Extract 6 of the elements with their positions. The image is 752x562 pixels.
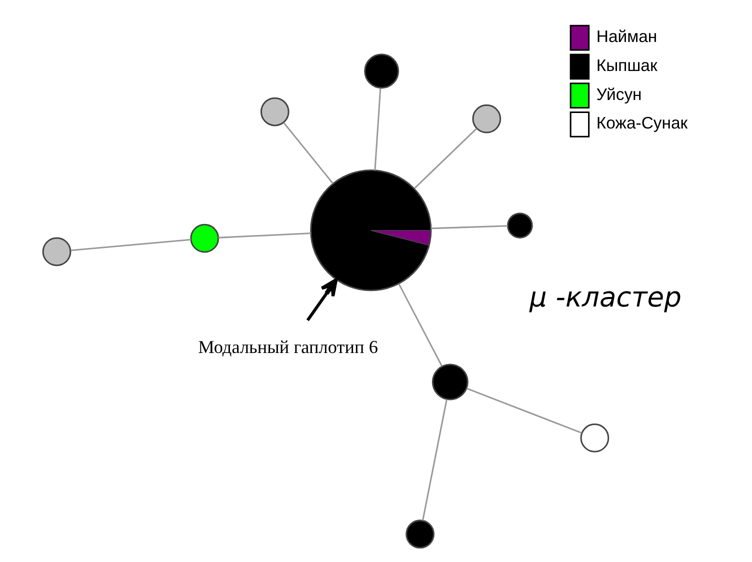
legend-label: Найман (596, 27, 658, 46)
legend-label: Уйсун (596, 84, 642, 104)
legend-label: Кожа-Сунак (596, 114, 688, 133)
legend-label: Кыпшак (596, 56, 658, 75)
label: μ -кластер (530, 282, 682, 314)
node-text: Модальный гаплотип 6 (198, 336, 378, 357)
